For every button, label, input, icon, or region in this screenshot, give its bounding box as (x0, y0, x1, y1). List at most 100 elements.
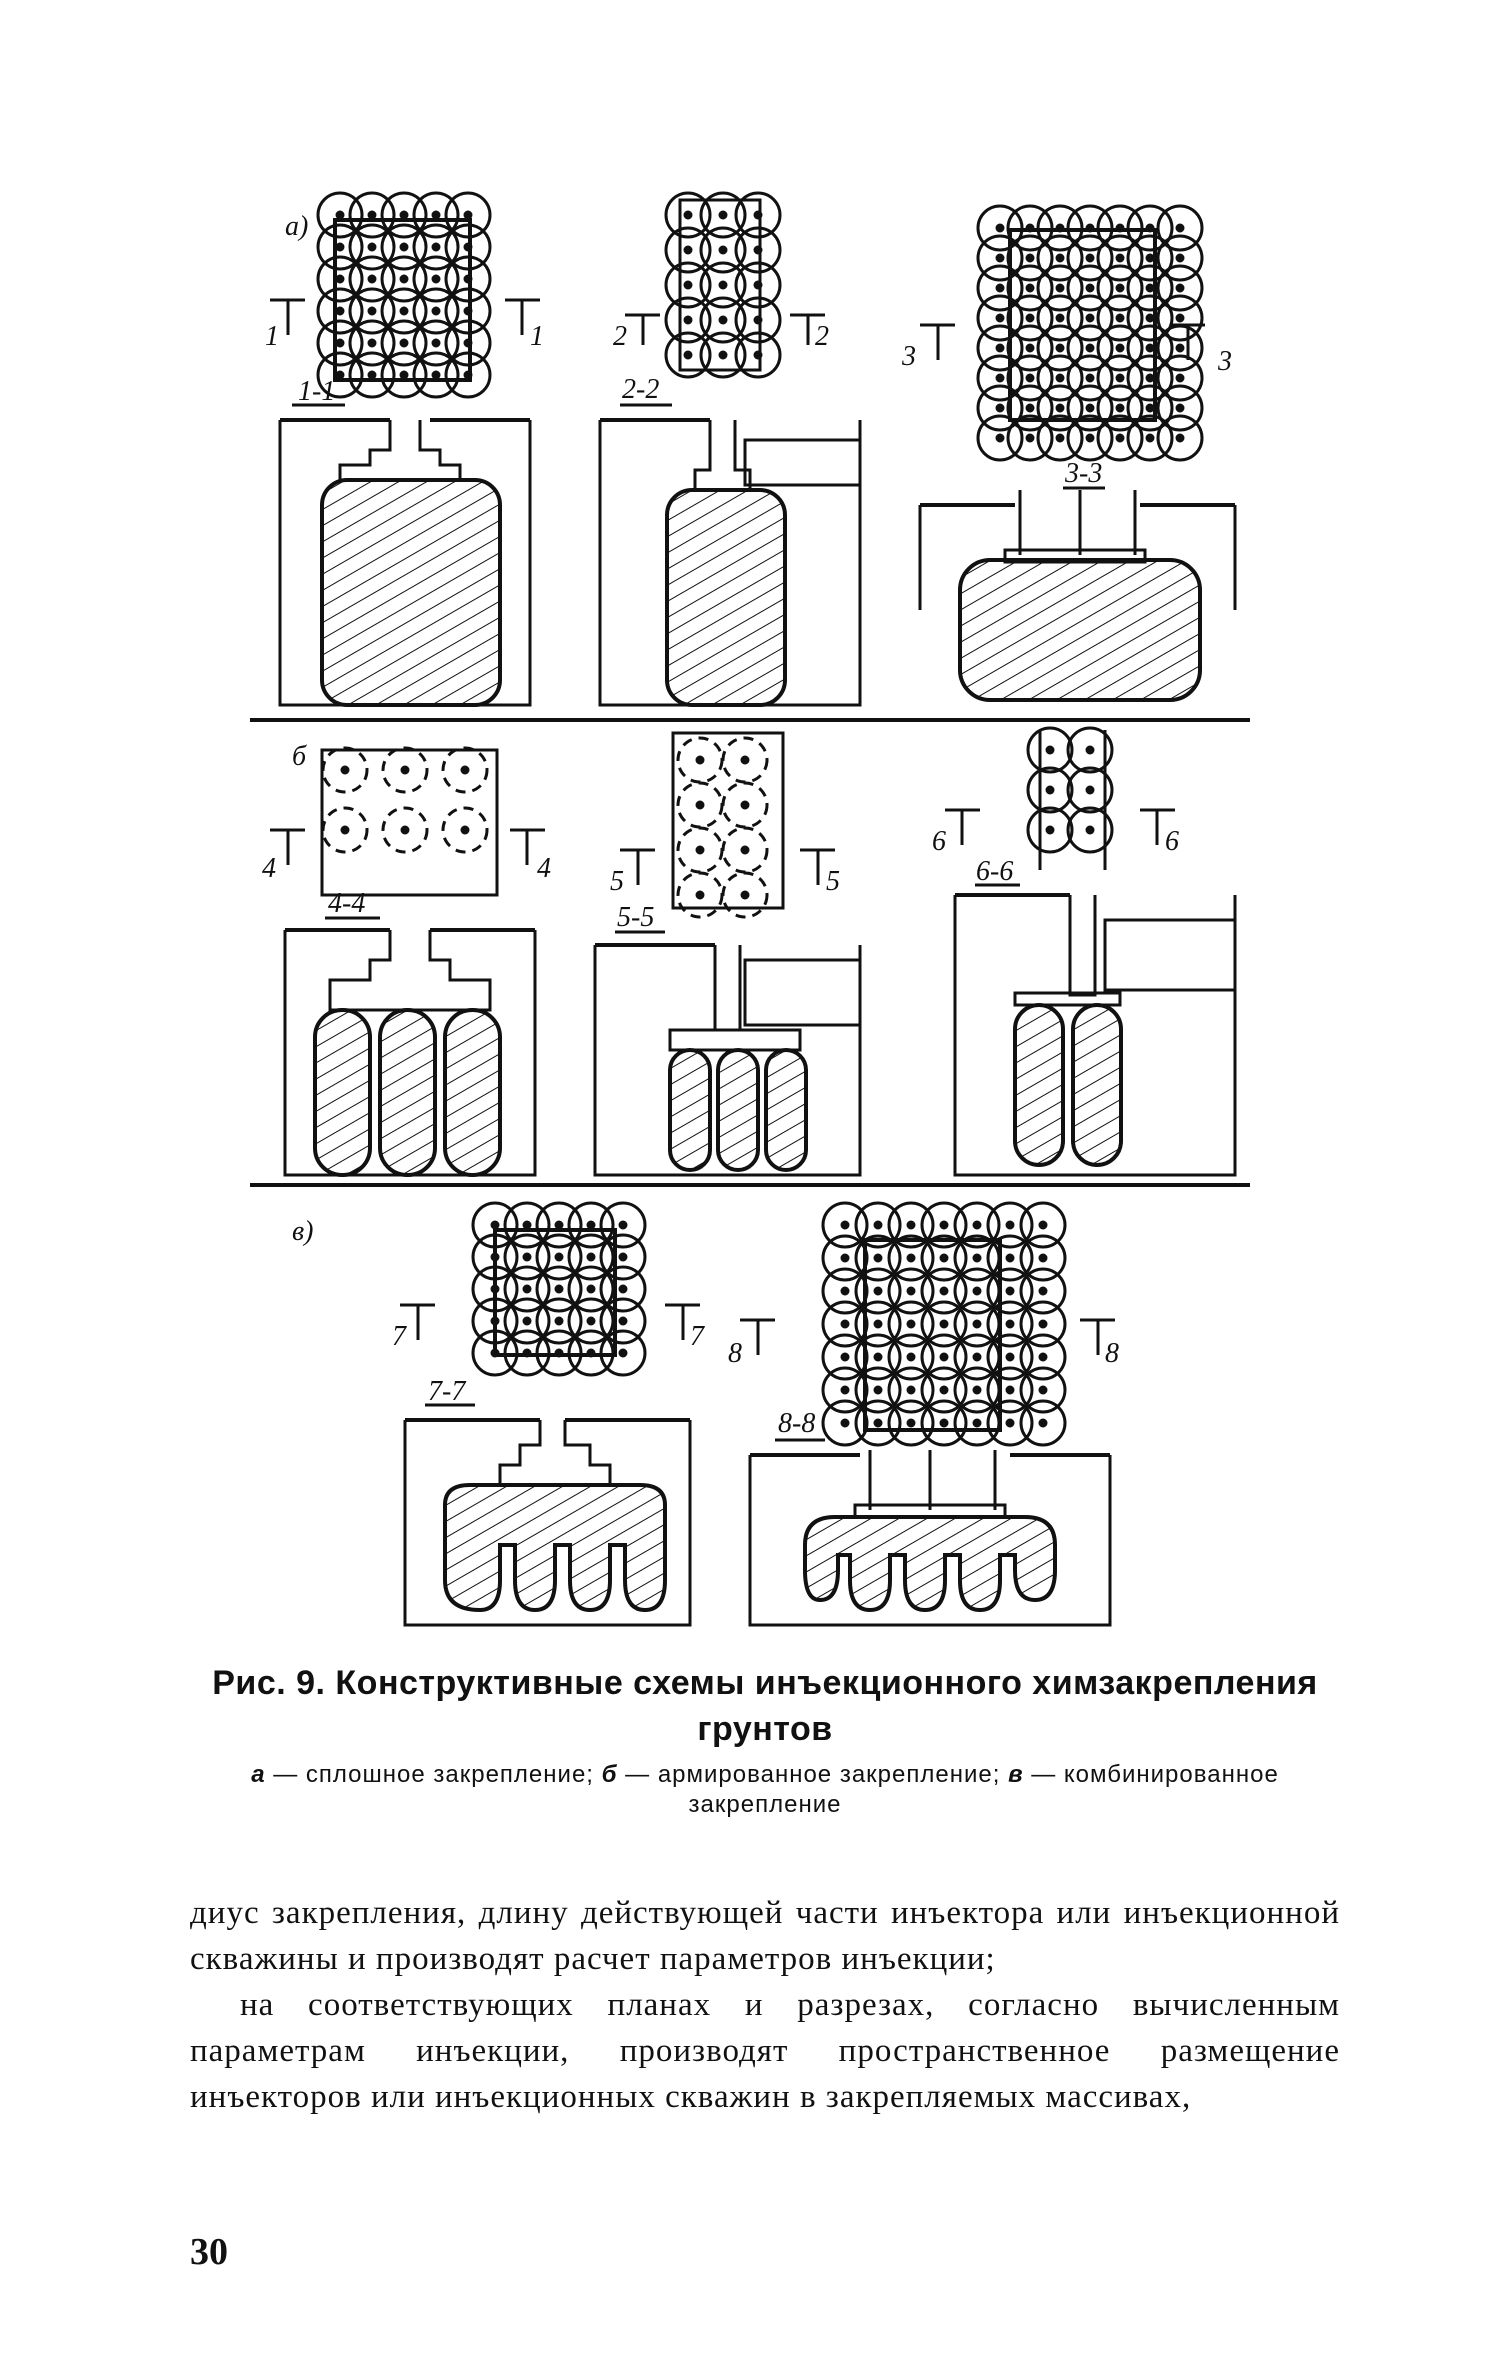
plan-6-injector-dot (1045, 825, 1055, 835)
plan-1-circle (380, 223, 428, 271)
plan-1-injector-dot (463, 274, 473, 284)
plan-3-circle (1126, 384, 1174, 432)
plan-2-circle (664, 331, 712, 379)
plan-3-injector-dot (1175, 283, 1185, 293)
plan-8-circle (986, 1201, 1034, 1249)
plan-7-circle (503, 1233, 551, 1281)
plan-1-circle (412, 255, 460, 303)
plan-8-injector-dot (1005, 1220, 1015, 1230)
plan-2-circle (664, 226, 712, 274)
plan-3-circle (1066, 204, 1114, 252)
section-title-4-4: 4-4 (328, 888, 365, 919)
panel-label-a: а) (285, 211, 308, 242)
plan-8-injector-dot (1038, 1352, 1048, 1362)
plan-3-injector-dot (1175, 223, 1185, 233)
plan-3-injector-dot (1175, 313, 1185, 323)
mark-2-right: 2 (815, 321, 829, 352)
plan-7-injector-dot (618, 1284, 628, 1294)
plan-2-circle (664, 191, 712, 239)
plan-8-injector-dot (939, 1319, 949, 1329)
plan-7-circle (535, 1201, 583, 1249)
plan-8-circle (887, 1267, 935, 1315)
plan-8-circle (953, 1366, 1001, 1414)
plan-4-circle (381, 806, 429, 854)
section-title-8-8: 8-8 (778, 1408, 815, 1439)
plan-3-circle (1006, 294, 1054, 342)
plan-1-injector-dot (399, 274, 409, 284)
plan-8-circle (1019, 1267, 1067, 1315)
plan-5-injector-dot (740, 890, 750, 900)
plan-6-injector-dot (1085, 745, 1095, 755)
plan-3-circle (1126, 354, 1174, 402)
section-title-1-1: 1-1 (298, 376, 335, 407)
plan-3-circle (1066, 264, 1114, 312)
plan-3-circle (1006, 354, 1054, 402)
plan-3-injector-dot (1145, 403, 1155, 413)
plan-5-circle (721, 871, 769, 919)
plan-8-circle (1019, 1201, 1067, 1249)
plan-8-circle (821, 1366, 869, 1414)
mark-3-right: 3 (1217, 346, 1232, 377)
plan-8-circle (1019, 1234, 1067, 1282)
plan-7-circle (599, 1233, 647, 1281)
plan-8-circle (854, 1300, 902, 1348)
plan-8-injector-dot (873, 1418, 883, 1428)
plan-7-circle (471, 1329, 519, 1377)
plan-8-injector-dot (840, 1220, 850, 1230)
plan-7-injector-dot (554, 1316, 564, 1326)
plan-3-circle (1156, 234, 1204, 282)
plan-3-injector-dot (1145, 253, 1155, 263)
plan-1-injector-dot (335, 210, 345, 220)
plan-3-circle (1096, 234, 1144, 282)
plan-8-circle (887, 1366, 935, 1414)
plan-2-circle (664, 296, 712, 344)
plan-4-injector-dot (460, 825, 470, 835)
body-paragraph-1: диус закрепления, длину действующей част… (190, 1895, 1340, 1977)
mark-3-left: 3 (901, 341, 916, 372)
plan-2-circle (734, 296, 782, 344)
plan-8-circle (821, 1201, 869, 1249)
plan-7-injector-dot (586, 1252, 596, 1262)
plan-8-injector-dot (1005, 1253, 1015, 1263)
plan-1-injector-dot (399, 210, 409, 220)
plan-1-injector-dot (335, 338, 345, 348)
plan-8-injector-dot (972, 1220, 982, 1230)
plan-8-circle (986, 1333, 1034, 1381)
plan-2-injector-dot (753, 315, 763, 325)
plan-1-circle (412, 223, 460, 271)
plan-3-injector-dot (1085, 343, 1095, 353)
plan-1-circle (348, 255, 396, 303)
plan-8-injector-dot (1038, 1319, 1048, 1329)
plan-7-injector-dot (490, 1220, 500, 1230)
plan-8-injector-dot (972, 1319, 982, 1329)
plan-1-circle (444, 223, 492, 271)
plan-2-injector-dot (718, 210, 728, 220)
plan-6-injector-dot (1045, 785, 1055, 795)
plan-6-circle (1026, 806, 1074, 854)
plan-3-injector-dot (1055, 343, 1065, 353)
plan-3-circle (976, 324, 1024, 372)
plan-5-injector-dot (695, 845, 705, 855)
plan-3-circle (976, 384, 1024, 432)
plan-8-circle (821, 1300, 869, 1348)
plan-3-circle (1066, 234, 1114, 282)
plan-8-injector-dot (873, 1220, 883, 1230)
plan-4-circle (321, 806, 369, 854)
plan-2-injector-dot (683, 210, 693, 220)
plan-5-injector-dot (740, 800, 750, 810)
plan-7-circle (567, 1201, 615, 1249)
plan-2-circle (734, 261, 782, 309)
plan-3-injector-dot (1115, 313, 1125, 323)
plan-7-injector-dot (522, 1316, 532, 1326)
plan-5-injector-dot (740, 755, 750, 765)
plan-3-injector-dot (1175, 403, 1185, 413)
plan-1-circle (380, 351, 428, 399)
plan-7-injector-dot (586, 1220, 596, 1230)
plan-6-injector-dot (1045, 745, 1055, 755)
plan-3-circle (1006, 204, 1054, 252)
section-title-5-5: 5-5 (617, 902, 654, 933)
mark-2-left: 2 (613, 321, 627, 352)
plan-2-circle (664, 261, 712, 309)
plan-8-injector-dot (873, 1286, 883, 1296)
plan-8-circle (887, 1399, 935, 1447)
